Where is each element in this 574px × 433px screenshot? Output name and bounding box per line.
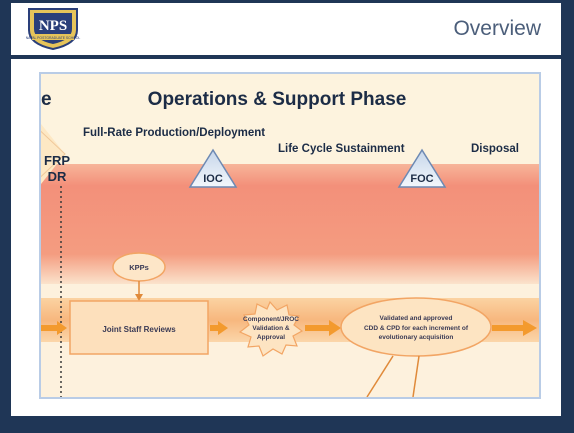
full-rate-label: Full-Rate Production/Deployment [83,127,265,139]
slide-content: NPS NAVAL POSTGRADUATE SCHOOL Overview [11,3,561,430]
jroc-starburst [238,300,304,357]
logo-subtext: NAVAL POSTGRADUATE SCHOOL [26,36,81,40]
review-arrow [210,321,228,335]
phase-title: Operations & Support Phase [148,89,407,110]
footer-bar [2,416,572,430]
validated-cdd-cpd-oval [340,297,492,357]
dr-label: DR [48,169,67,184]
jroc-line1: Component/JROC [243,316,299,323]
ioc-milestone [188,148,238,188]
validated-line1: Validated and approved [380,315,453,322]
kpps-arrowhead [135,294,143,301]
nps-logo: NPS NAVAL POSTGRADUATE SCHOOL [26,8,81,50]
approval-arrow [305,320,341,336]
joint-staff-label: Joint Staff Reviews [102,325,176,334]
ioc-label: IOC [203,173,223,185]
page-title: Overview [453,17,541,40]
exit-arrow [492,320,537,336]
entry-arrow [41,321,67,335]
increment-line-right [412,355,420,397]
life-cycle-label: Life Cycle Sustainment [278,143,405,155]
jroc-line2: Validation & [252,325,290,332]
slide-header: NPS NAVAL POSTGRADUATE SCHOOL Overview [11,3,561,55]
slide: NPS NAVAL POSTGRADUATE SCHOOL Overview [2,3,572,430]
frp-dr-diamond [41,124,65,184]
validated-line2: CDD & CPD for each increment of [364,325,469,332]
top-background [41,74,539,164]
increment-line-left [366,355,394,397]
kpps-label: KPPs [129,263,149,272]
edge-letter: e [41,89,52,110]
validated-line3: evolutionary acquisition [379,334,454,341]
foc-label: FOC [410,173,433,185]
logo-text: NPS [39,18,67,34]
joint-staff-reviews-box [69,300,209,355]
acquisition-diagram: e Operations & Support Phase FRP DR Full… [39,72,541,399]
jroc-line3: Approval [257,334,285,341]
frp-label: FRP [44,153,70,168]
foc-milestone [397,148,447,188]
header-divider [11,55,561,59]
disposal-label: Disposal [471,143,519,155]
